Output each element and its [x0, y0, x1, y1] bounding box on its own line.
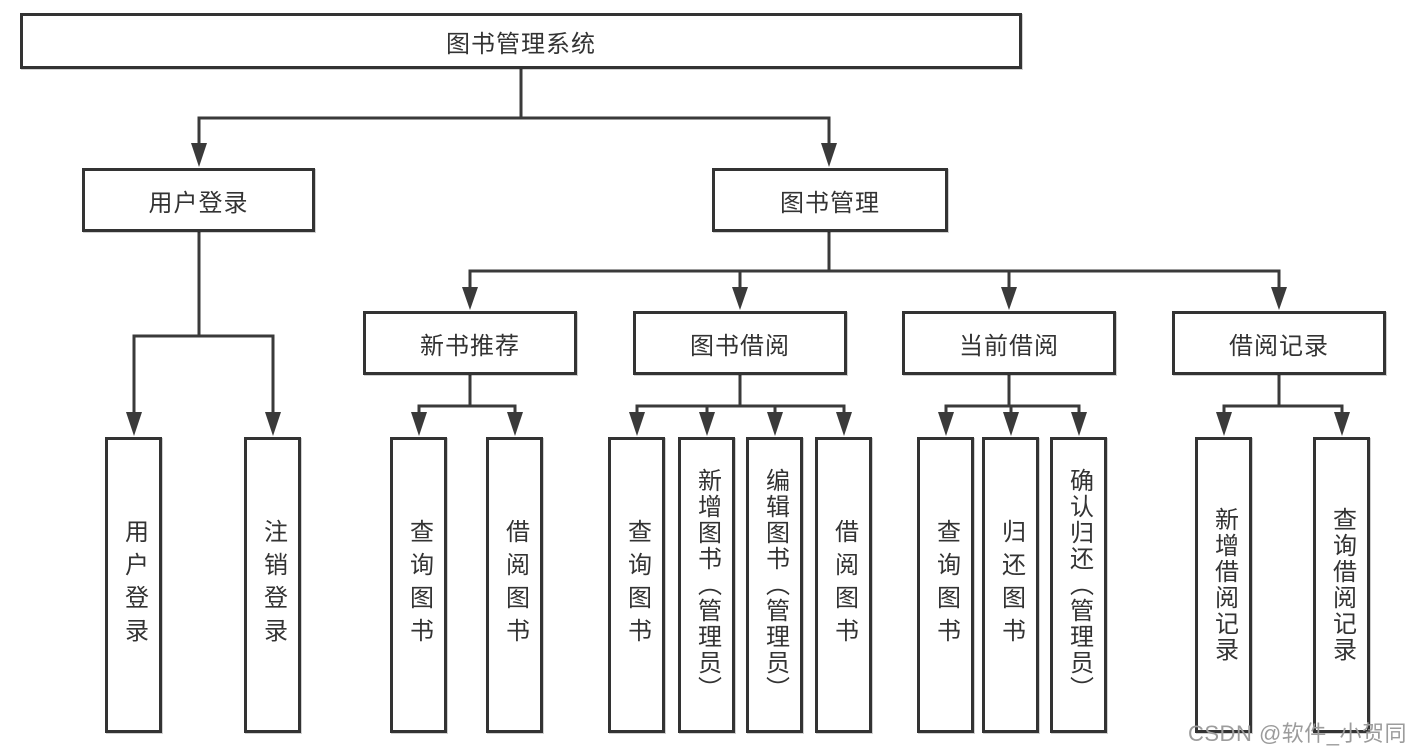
arrow-down-icon	[126, 412, 142, 436]
node-new-book-recommend: 新书推荐	[363, 311, 577, 375]
node-book-borrowing: 图书借阅	[633, 311, 847, 375]
node-label: 图书借阅	[690, 332, 790, 360]
node-label: 注销登录	[259, 519, 287, 651]
arrowheads	[126, 143, 1350, 436]
node-label: 查询借阅记录	[1328, 507, 1356, 663]
arrow-down-icon	[462, 287, 478, 310]
leaf-borrow-books: 借阅图书	[486, 437, 543, 733]
node-label: 图书管理系统	[446, 30, 596, 58]
node-label: 用户登录	[148, 189, 249, 217]
arrow-down-icon	[1334, 412, 1350, 436]
leaf-add-books-admin: 新增图书（管理员）	[678, 437, 735, 733]
node-label: 用户登录	[120, 519, 148, 651]
arrow-down-icon	[411, 412, 427, 436]
connector-login-rail	[132, 334, 275, 414]
leaf-logout: 注销登录	[244, 437, 301, 733]
connector-level2-rail	[197, 116, 831, 146]
node-label: 借阅记录	[1229, 332, 1329, 360]
arrow-down-icon	[191, 143, 207, 167]
node-label: 新增图书（管理员）	[693, 468, 721, 702]
node-current-borrowing: 当前借阅	[902, 311, 1116, 375]
node-label: 归还图书	[997, 519, 1025, 651]
node-label: 新增借阅记录	[1210, 507, 1238, 663]
node-label: 图书管理	[780, 189, 880, 217]
arrow-down-icon	[699, 412, 715, 436]
leaf-query-books: 查询图书	[390, 437, 447, 733]
node-label: 查询图书	[405, 519, 433, 651]
leaf-query-books: 查询图书	[608, 437, 665, 733]
node-label: 编辑图书（管理员）	[761, 468, 789, 702]
leaf-confirm-return-admin: 确认归还（管理员）	[1050, 437, 1107, 733]
connector-newbook-rail	[417, 404, 517, 414]
arrow-down-icon	[265, 412, 281, 436]
connector-borrow-rail	[635, 404, 846, 414]
arrow-down-icon	[1003, 412, 1019, 436]
arrow-down-icon	[507, 412, 523, 436]
leaf-add-borrow-record: 新增借阅记录	[1195, 437, 1252, 733]
arrow-down-icon	[836, 412, 852, 436]
leaf-return-books: 归还图书	[982, 437, 1039, 733]
leaf-borrow-books: 借阅图书	[815, 437, 872, 733]
node-label: 查询图书	[932, 519, 960, 651]
arrow-down-icon	[767, 412, 783, 436]
node-root-system: 图书管理系统	[20, 13, 1022, 69]
node-label: 借阅图书	[830, 519, 858, 651]
node-label: 新书推荐	[420, 332, 520, 360]
arrow-down-icon	[1216, 412, 1232, 436]
leaf-edit-books-admin: 编辑图书（管理员）	[746, 437, 803, 733]
leaf-user-login: 用户登录	[105, 437, 162, 733]
arrow-down-icon	[1271, 287, 1287, 310]
node-label: 确认归还（管理员）	[1065, 468, 1093, 702]
connector-records-rail	[1222, 404, 1344, 414]
arrow-down-icon	[732, 287, 748, 310]
csdn-watermark: CSDN @软件_小贺同学	[1188, 721, 1405, 746]
arrow-down-icon	[1071, 412, 1087, 436]
node-label: 当前借阅	[959, 332, 1059, 360]
arrow-down-icon	[938, 412, 954, 436]
node-book-management: 图书管理	[712, 168, 948, 232]
node-borrowing-records: 借阅记录	[1172, 311, 1386, 375]
arrow-down-icon	[821, 143, 837, 167]
node-label: 查询图书	[623, 519, 651, 651]
arrow-down-icon	[629, 412, 645, 436]
leaf-query-borrow-record: 查询借阅记录	[1313, 437, 1370, 733]
node-label: 借阅图书	[501, 519, 529, 651]
leaf-query-books: 查询图书	[917, 437, 974, 733]
connector-level3-rail	[468, 269, 1281, 289]
arrow-down-icon	[1001, 287, 1017, 310]
node-user-login: 用户登录	[82, 168, 315, 232]
